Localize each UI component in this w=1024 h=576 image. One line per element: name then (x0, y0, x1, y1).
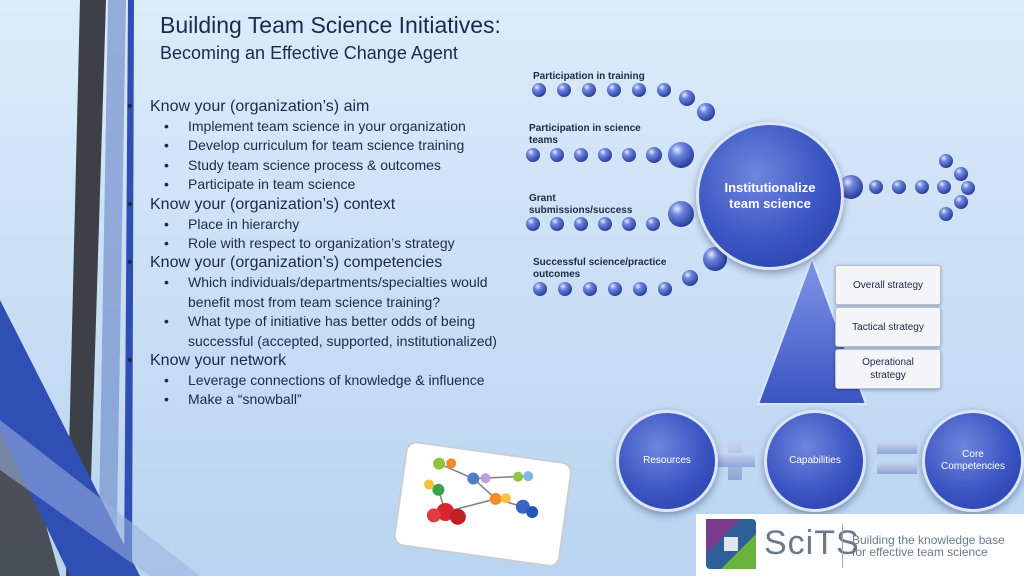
tagline-line-2: for effective team science (852, 545, 988, 559)
sphere-chain-teams (526, 142, 694, 168)
core-competencies-label: Core Competencies (941, 449, 1005, 472)
slide-subtitle: Becoming an Effective Change Agent (160, 43, 458, 63)
bullet-aim: Know your (organization’s) aim (124, 97, 504, 117)
institutionalize-circle: Institutionalize team science (696, 122, 844, 270)
equals-sign (877, 442, 917, 474)
sub-bullet: Participate in team science (164, 175, 504, 195)
resources-label: Resources (643, 455, 691, 466)
tagline-line-1: Building the knowledge base (852, 533, 1005, 547)
sub-bullet: Which individuals/departments/specialtie… (164, 273, 504, 312)
sphere-chain-output (839, 154, 975, 221)
sub-bullet: What type of initiative has better odds … (164, 312, 504, 351)
bullet-network: Know your network (124, 351, 504, 371)
sub-bullet: Implement team science in your organizat… (164, 117, 504, 137)
bullet-list: Know your (organization’s) aim Implement… (124, 97, 504, 410)
bullet-context: Know your (organization’s) context (124, 195, 504, 215)
label-participation-training: Participation in training (533, 71, 645, 82)
label-participation-teams: Participation in science teams (529, 123, 641, 146)
sphere-chain-grants (526, 201, 694, 231)
tier-tactical-strategy: Tactical strategy (835, 307, 941, 347)
institutionalize-label: Institutionalize team science (724, 180, 816, 211)
sub-bullet: Role with respect to organization’s stra… (164, 234, 504, 254)
tier-overall-strategy: Overall strategy (835, 265, 941, 305)
tier-operational-strategy: Operational strategy (835, 349, 941, 389)
sub-bullet: Develop curriculum for team science trai… (164, 136, 504, 156)
sphere-chain-training (532, 83, 715, 121)
scits-wordmark: SciTS (764, 524, 860, 562)
resources-circle: Resources (616, 410, 718, 512)
sphere-chain-outcomes (533, 247, 727, 296)
network-image (393, 441, 572, 567)
scits-logo-mark (706, 519, 756, 569)
label-successful-outcomes: Successful science/practice outcomes (533, 257, 667, 280)
sub-bullet: Leverage connections of knowledge & infl… (164, 371, 504, 391)
capabilities-label: Capabilities (789, 455, 841, 466)
scits-tagline: Building the knowledge base for effectiv… (852, 534, 1005, 558)
tier-operational-label: Operational strategy (862, 357, 914, 381)
core-competencies-circle: Core Competencies (922, 410, 1024, 512)
capabilities-circle: Capabilities (764, 410, 866, 512)
sub-bullet: Make a “snowball” (164, 390, 504, 410)
bullet-competencies: Know your (organization’s) competencies (124, 253, 504, 273)
logo-divider (842, 524, 843, 568)
label-grant-submissions: Grant submissions/success (529, 193, 633, 216)
sub-bullet: Place in hierarchy (164, 215, 504, 235)
plus-sign (715, 440, 755, 480)
sub-bullet: Study team science process & outcomes (164, 156, 504, 176)
slide-title: Building Team Science Initiatives: (160, 12, 501, 38)
